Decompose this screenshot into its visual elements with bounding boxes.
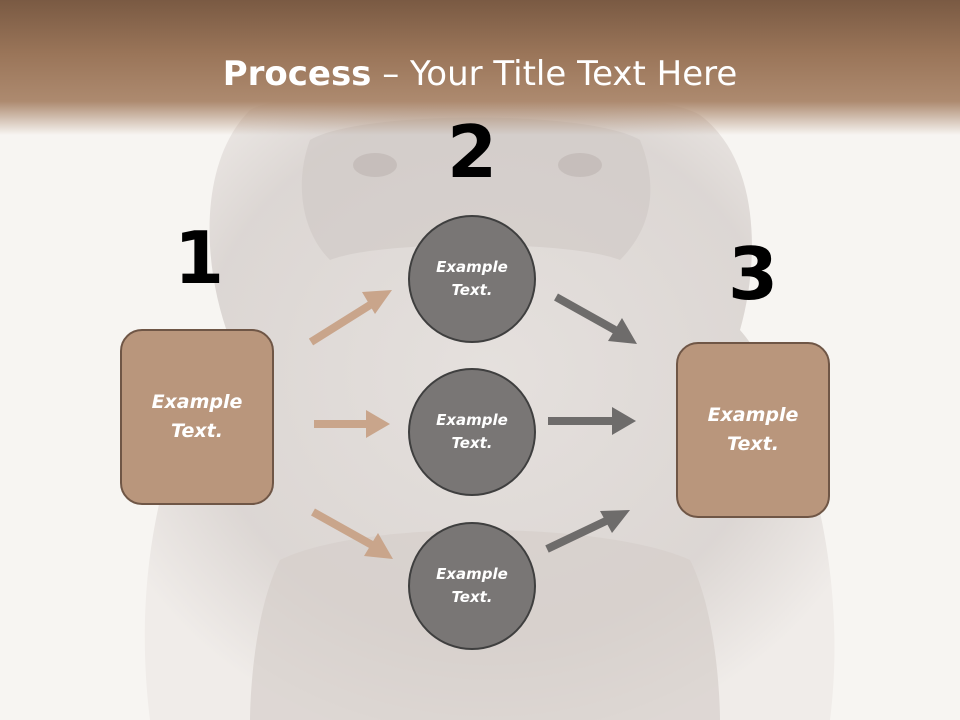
title-bold: Process <box>222 54 372 94</box>
title-rest: – Your Title Text Here <box>371 54 738 94</box>
circle-bottom: Example Text. <box>408 522 536 650</box>
slide-title: Process – Your Title Text Here <box>0 52 960 96</box>
right-box: Example Text. <box>676 342 830 518</box>
arrow-left-middle <box>314 410 390 438</box>
circle-middle-text: Example Text. <box>436 411 508 452</box>
title-bar <box>0 0 960 135</box>
step-number-2: 2 <box>446 110 498 194</box>
step-number-1: 1 <box>173 216 225 300</box>
step-number-3: 3 <box>727 232 779 316</box>
arrow-left-up <box>308 290 392 346</box>
circle-top: Example Text. <box>408 215 536 343</box>
right-box-text: Example Text. <box>707 404 799 455</box>
arrow-right-middle <box>548 407 636 435</box>
arrow-right-up <box>545 510 630 553</box>
circle-top-text: Example Text. <box>436 258 508 299</box>
circle-bottom-text: Example Text. <box>436 565 508 606</box>
arrow-left-down <box>311 508 393 559</box>
arrow-right-down <box>554 293 637 344</box>
circle-middle: Example Text. <box>408 368 536 496</box>
left-box: Example Text. <box>120 329 274 505</box>
left-box-text: Example Text. <box>151 391 243 442</box>
